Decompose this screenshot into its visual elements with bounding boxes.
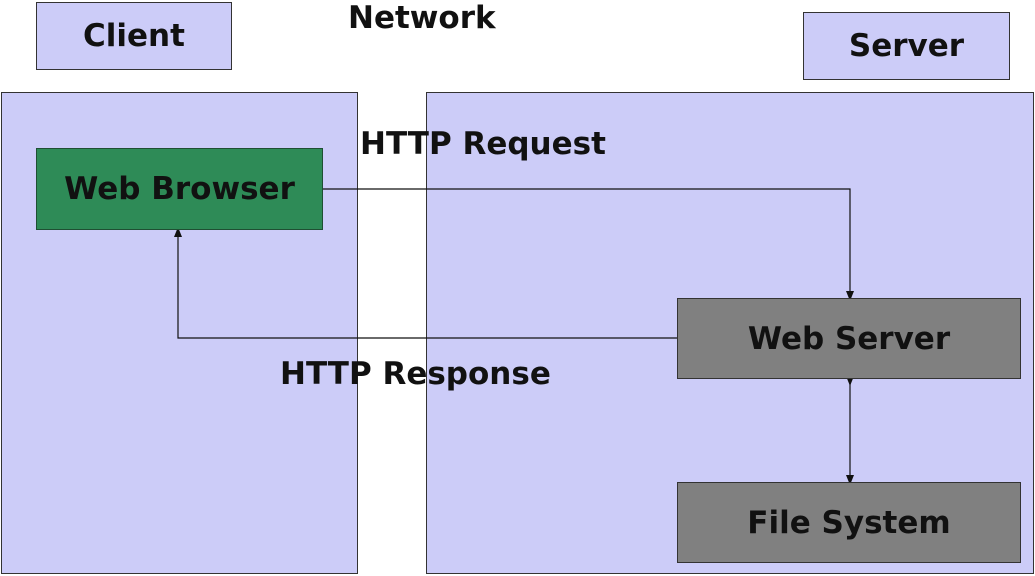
client-label: Client	[36, 2, 232, 70]
http-response-label: HTTP Response	[280, 356, 551, 392]
web-browser-node: Web Browser	[36, 148, 323, 230]
server-label: Server	[803, 12, 1010, 80]
web-server-node: Web Server	[677, 298, 1021, 379]
http-request-label: HTTP Request	[360, 126, 606, 162]
file-system-node: File System	[677, 482, 1021, 563]
network-label: Network	[348, 0, 496, 36]
